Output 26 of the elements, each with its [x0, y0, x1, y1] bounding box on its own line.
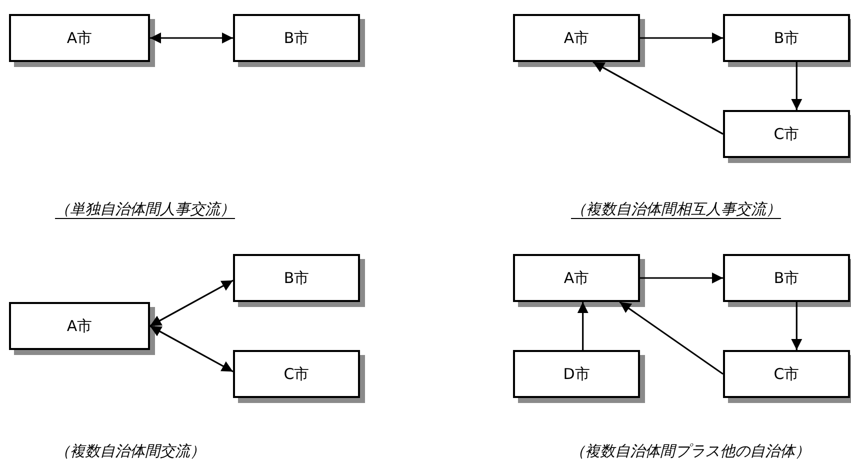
city-label: A市: [66, 28, 92, 48]
diagram-caption: （複数自治体間交流）: [55, 442, 205, 459]
arrow: [577, 302, 588, 350]
city-label: C市: [774, 364, 800, 384]
city-label: B市: [774, 268, 800, 288]
city-label: B市: [774, 28, 800, 48]
arrow: [150, 32, 233, 44]
diagram-caption: （複数自治体間相互人事交流）: [571, 200, 781, 219]
city-label: C市: [774, 124, 800, 144]
arrow: [150, 325, 234, 372]
city-label: B市: [284, 28, 310, 48]
arrow: [791, 62, 802, 110]
arrow: [791, 302, 802, 350]
city-label: A市: [564, 268, 590, 288]
diagram-caption: （単独自治体間人事交流）: [55, 200, 235, 219]
diagram-caption: （複数自治体間プラス他の自治体）: [570, 442, 810, 459]
arrow: [640, 272, 723, 284]
city-label: C市: [284, 364, 310, 384]
city-label: D市: [563, 364, 590, 384]
city-label: A市: [564, 28, 590, 48]
arrow: [640, 32, 723, 44]
arrow: [150, 280, 234, 327]
arrow: [592, 61, 724, 135]
city-label: B市: [284, 268, 310, 288]
city-label: A市: [66, 316, 92, 336]
arrow: [619, 301, 724, 375]
